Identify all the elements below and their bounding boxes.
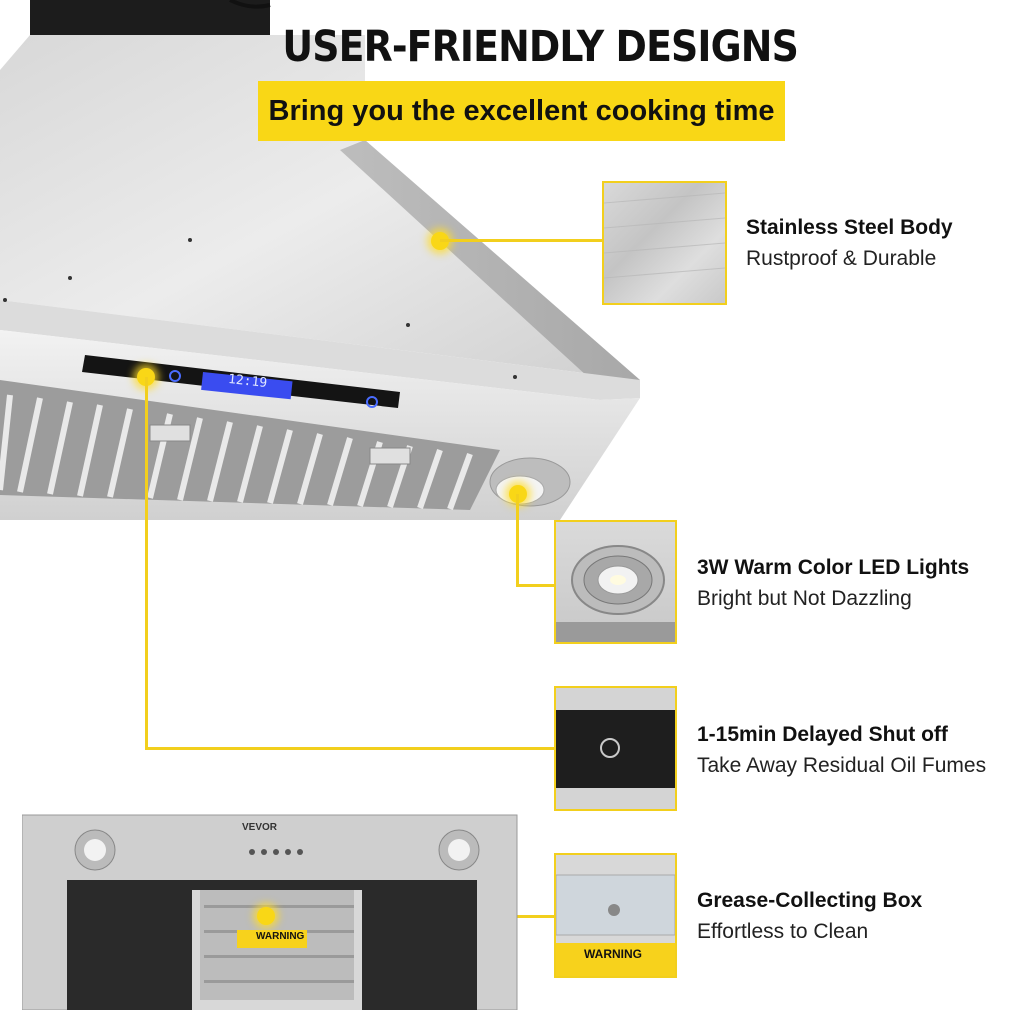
warning-label: WARNING	[256, 931, 305, 942]
feature-subtitle-steel: Rustproof & Durable	[746, 247, 937, 270]
feature-title-led: 3W Warm Color LED Lights	[697, 556, 970, 579]
connector-panel-v	[145, 377, 148, 749]
thumb-stainless-steel	[602, 181, 727, 305]
feature-subtitle-grease: Effortless to Clean	[697, 920, 869, 943]
thumb-grease-box: WARNING	[554, 853, 677, 978]
feature-title-grease: Grease-Collecting Box	[697, 889, 923, 912]
feature-subtitle-led: Bright but Not Dazzling	[697, 587, 912, 610]
connector-light-v	[516, 494, 519, 586]
feature-title-steel: Stainless Steel Body	[746, 216, 953, 239]
brand-logo: VEVOR	[242, 822, 278, 833]
grease-box-closeup	[556, 874, 675, 976]
thumb-control-panel	[554, 686, 677, 811]
connector-steel	[440, 239, 604, 242]
thumb-led-light	[554, 520, 677, 644]
timer-icon	[600, 738, 620, 758]
subtitle-text: Bring you the excellent cooking time	[268, 94, 775, 127]
callout-dot-box	[257, 907, 275, 925]
connector-light-h	[516, 584, 556, 587]
grease-box-warning-label: WARNING	[584, 947, 642, 961]
page-title: USER-FRIENDLY DESIGNS	[282, 22, 798, 72]
feature-title-shutoff: 1-15min Delayed Shut off	[697, 723, 948, 746]
led-light-closeup	[556, 545, 675, 642]
subtitle-banner: Bring you the excellent cooking time	[258, 81, 785, 141]
brushed-steel-texture	[604, 192, 725, 279]
connector-panel-h	[145, 747, 556, 750]
feature-subtitle-shutoff: Take Away Residual Oil Fumes	[697, 754, 987, 777]
